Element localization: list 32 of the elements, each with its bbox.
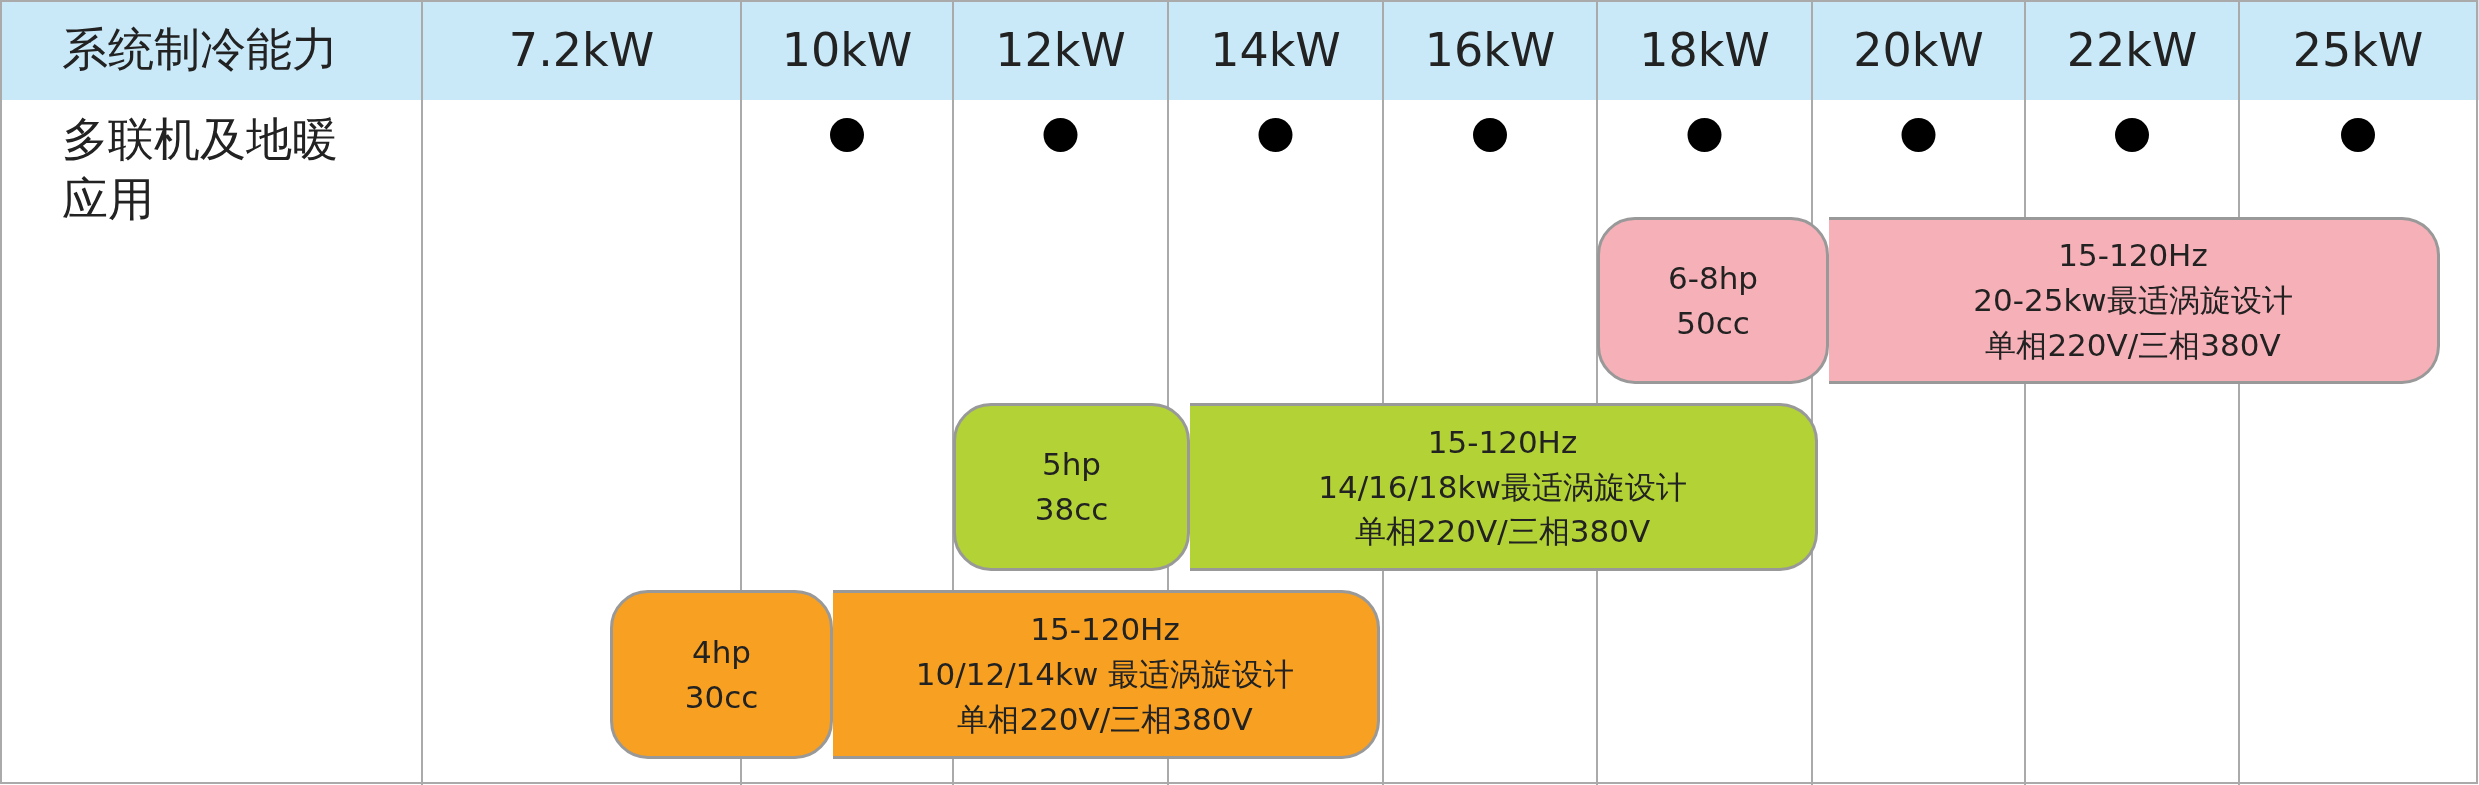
box-text: 15-120Hz xyxy=(1030,610,1180,650)
box-text: 6-8hp xyxy=(1668,258,1758,298)
column-header: 10kW xyxy=(780,22,914,79)
box-text: 5hp xyxy=(1041,445,1102,485)
rounded-box xyxy=(1829,217,2440,384)
box-text: 15-120Hz xyxy=(1427,422,1578,462)
box-text: 14/16/18kw最适涡旋设计 xyxy=(1318,467,1687,507)
box-text: 20-25kw最适涡旋设计 xyxy=(1973,281,2293,321)
column-header: 25kW xyxy=(2291,22,2425,79)
box-text: 15-120Hz xyxy=(2058,236,2208,276)
header-title: 系统制冷能力 xyxy=(61,21,339,78)
box-text: 单相220V/三相380V xyxy=(1985,325,2281,365)
column-header: 18kW xyxy=(1638,22,1771,79)
box-text: 4hp xyxy=(691,632,752,672)
column-header: 16kW xyxy=(1423,22,1557,79)
column-header: 7.2kW xyxy=(507,22,656,79)
box-text: 30cc xyxy=(684,677,759,717)
box-text: 单相220V/三相380V xyxy=(957,699,1253,739)
row-label: 多联机及地暖应用 xyxy=(62,111,339,228)
column-header: 20kW xyxy=(1852,22,1985,79)
rounded-box xyxy=(833,590,1380,759)
column-header: 22kW xyxy=(2065,22,2199,79)
column-header: 12kW xyxy=(994,22,1127,79)
rounded-box xyxy=(953,403,1190,571)
box-text: 38cc xyxy=(1034,490,1109,529)
rounded-box xyxy=(1190,403,1818,571)
box-text: 10/12/14kw 最适涡旋设计 xyxy=(915,655,1295,695)
rounded-box xyxy=(610,590,833,759)
column-header: 14kW xyxy=(1209,22,1342,79)
box-text: 50cc xyxy=(1676,303,1750,343)
box-text: 单相220V/三相380V xyxy=(1354,512,1651,552)
rounded-box xyxy=(1597,217,1829,384)
